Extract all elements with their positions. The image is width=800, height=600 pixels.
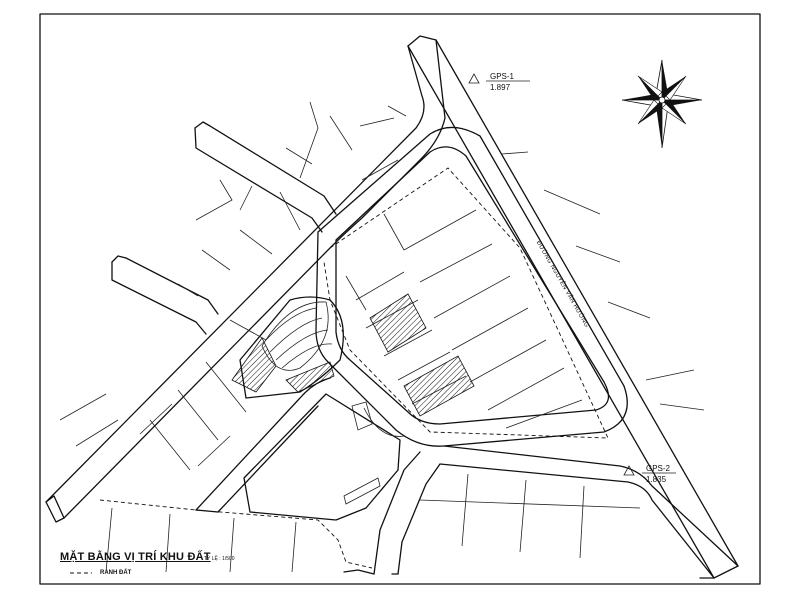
drawing-border [39, 13, 761, 585]
drawing-scale: TỶ LỆ : 1/500 [204, 556, 235, 562]
central-plots [345, 209, 583, 429]
compass-rose-icon [621, 59, 703, 149]
hatched-lots [231, 293, 475, 417]
gps-2-name: GPS-2 [646, 464, 671, 473]
main-diagonal-road [45, 39, 446, 523]
legend-label: RANH ĐẤT [100, 570, 132, 576]
central-ring-road [315, 126, 628, 447]
side-street-middle [111, 255, 219, 335]
upper-left-parcels [59, 101, 407, 447]
gps-1-value: 1.897 [490, 83, 511, 92]
gps-2-marker [623, 465, 676, 476]
lower-parcels [105, 473, 641, 573]
left-lower-road [195, 377, 331, 513]
land-boundary-line [99, 167, 609, 569]
gps-2-value: 1.835 [646, 475, 667, 484]
gps-1-marker [468, 73, 530, 84]
right-parcels [501, 151, 705, 411]
lower-cross-road [343, 445, 739, 579]
lower-plaza [243, 393, 405, 521]
curved-landscape-park [239, 296, 344, 399]
gps-1-name: GPS-1 [490, 72, 515, 81]
side-street-upper [194, 121, 337, 233]
left-parcels [139, 319, 267, 471]
drawing-title: MẶT BẰNG VỊ TRÍ KHU ĐẤT [60, 551, 211, 563]
